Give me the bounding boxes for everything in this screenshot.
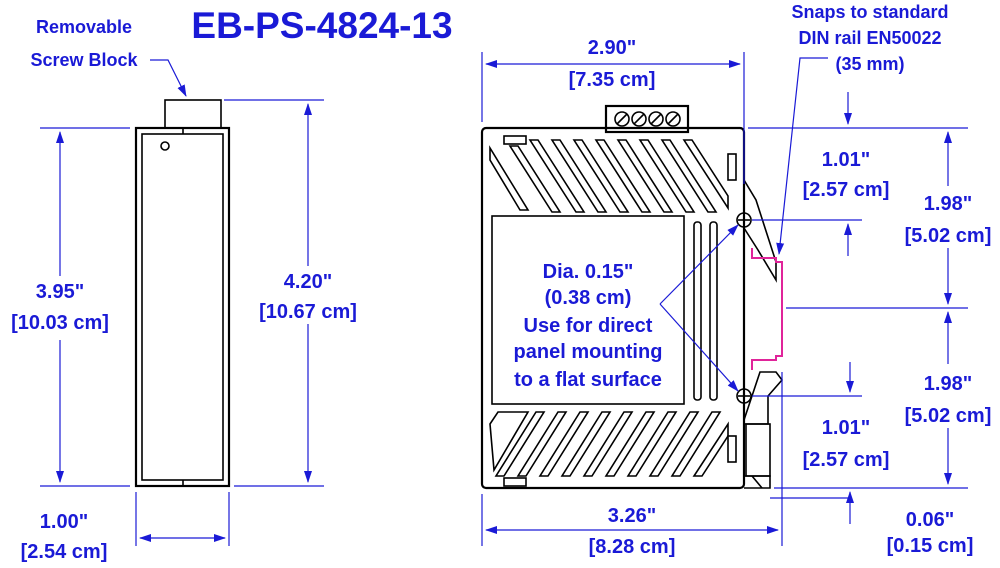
- screw-block-leader: [150, 59, 187, 97]
- drawing-title: EB-PS-4824-13: [191, 5, 452, 46]
- dim-side-body-height-cm: [10.03 cm]: [11, 312, 109, 334]
- screw-block-label-line2: Screw Block: [30, 50, 138, 70]
- top-vents: [489, 139, 729, 213]
- dim-rail-center-top-cm: [5.02 cm]: [905, 225, 992, 247]
- dim-hole-offset-top-cm: [2.57 cm]: [803, 179, 890, 201]
- dim-side-width-in: 1.00": [40, 511, 88, 533]
- side-inner-panel: [141, 133, 224, 481]
- front-body: [480, 126, 746, 490]
- screw-block-label-line1: Removable: [36, 17, 132, 37]
- dim-front-total-width-cm: [8.28 cm]: [589, 536, 676, 558]
- side-vents: [693, 221, 718, 401]
- din-rail: [751, 248, 783, 370]
- mount-hole-leader-bottom: [659, 303, 739, 392]
- dim-hole-offset-top-in: 1.01": [822, 149, 870, 171]
- screw-block: [164, 99, 222, 129]
- mounting-hole-top: [736, 212, 752, 228]
- din-rail-leader: [776, 57, 828, 255]
- bottom-vents: [489, 411, 729, 477]
- dim-bottom-offset-in: 0.06": [906, 509, 954, 531]
- din-rail-label-line2: DIN rail EN50022: [798, 28, 941, 48]
- dim-front-body-width-cm: [7.35 cm]: [569, 69, 656, 91]
- din-clip: [743, 179, 784, 489]
- dim-side-width-cm: [2.54 cm]: [21, 541, 108, 563]
- dim-rail-center-bottom-in: 1.98": [924, 373, 972, 395]
- mount-hole-label-line2: (0.38 cm): [545, 287, 632, 309]
- mount-hole-label-line4: panel mounting: [514, 341, 663, 363]
- din-rail-label-line1: Snaps to standard: [791, 2, 948, 22]
- side-view: Removable Screw Block 3.95" [10.03 cm] 4…: [11, 17, 357, 563]
- dim-bottom-offset-cm: [0.15 cm]: [887, 535, 974, 557]
- mounting-hole-bottom: [736, 388, 752, 404]
- dim-rail-center-bottom-cm: [5.02 cm]: [905, 405, 992, 427]
- dim-hole-offset-bottom-cm: [2.57 cm]: [803, 449, 890, 471]
- dim-front-body-width-in: 2.90": [588, 37, 636, 59]
- label-window: [491, 215, 685, 405]
- din-rail-label-line3: (35 mm): [835, 54, 904, 74]
- terminal-screws: [614, 111, 681, 127]
- dim-front-total-width-in: 3.26": [608, 505, 656, 527]
- dim-side-total-height-in: 4.20": [284, 271, 332, 293]
- side-led: [160, 141, 170, 151]
- dim-rail-center-top-in: 1.98": [924, 193, 972, 215]
- side-body: [134, 126, 231, 488]
- terminal-block: [604, 104, 690, 134]
- mount-hole-label-line3: Use for direct: [524, 315, 653, 337]
- dim-hole-offset-bottom-in: 1.01": [822, 417, 870, 439]
- front-view: Dia. 0.15" (0.38 cm) Use for direct pane…: [480, 2, 992, 558]
- mount-hole-leader-top: [659, 224, 739, 305]
- mount-hole-label-line5: to a flat surface: [514, 369, 662, 391]
- mount-hole-label-line1: Dia. 0.15": [543, 261, 634, 283]
- dim-side-total-height-cm: [10.67 cm]: [259, 301, 357, 323]
- dim-side-body-height-in: 3.95": [36, 281, 84, 303]
